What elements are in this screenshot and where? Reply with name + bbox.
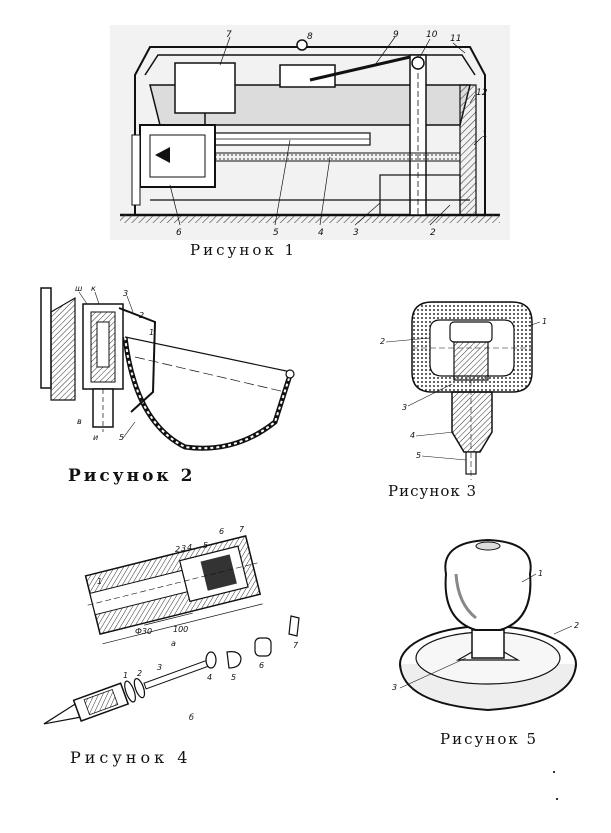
fig2-part-label: в bbox=[77, 417, 82, 426]
fig3-part-label: 4 bbox=[410, 431, 415, 440]
fig4-part-label: 1 bbox=[97, 577, 102, 586]
fig3-part-label: 2 bbox=[380, 337, 385, 346]
fig2-part-label: 2 bbox=[139, 311, 144, 320]
figure-3-caption: Рисунок 3 bbox=[388, 482, 478, 500]
fig5-part-label: 2 bbox=[574, 621, 579, 630]
fig5-part-label: 1 bbox=[538, 569, 543, 578]
fig4-part-label: 5 bbox=[231, 673, 236, 682]
fig3-part-label: 5 bbox=[416, 451, 421, 460]
fig1-part-label: 8 bbox=[307, 32, 313, 42]
fig4-dimension-label: 100 bbox=[173, 625, 188, 634]
fig4-part-label: 7 bbox=[239, 525, 245, 534]
fig1-part-label: 6 bbox=[176, 228, 182, 238]
fig4-subfigure-label: б bbox=[189, 713, 194, 722]
fig1-part-label: 12 bbox=[476, 88, 488, 98]
fig1-part-label: 1 bbox=[482, 130, 488, 140]
figure-5-drawing: 1 2 3 bbox=[388, 534, 588, 724]
fig4-part-label: 6 bbox=[259, 661, 264, 670]
fig4-dimension-label: Ф30 bbox=[135, 627, 152, 636]
fig3-part-label: 3 bbox=[402, 403, 407, 412]
scan-speck bbox=[553, 771, 555, 773]
fig2-part-label: к bbox=[91, 284, 96, 293]
fig1-part-label: 4 bbox=[318, 228, 324, 238]
fig1-part-label: 10 bbox=[426, 30, 438, 40]
figure-4-caption: Рисунок 4 bbox=[70, 748, 192, 767]
fig4-part-label: 2 bbox=[137, 669, 142, 678]
scan-speck bbox=[556, 798, 558, 800]
figure-1-caption: Рисунок 1 bbox=[190, 241, 298, 259]
fig1-part-label: 9 bbox=[393, 30, 399, 40]
figure-1-drawing: 7 8 9 10 11 12 1 2 3 4 5 6 bbox=[110, 25, 510, 240]
figure-3-drawing: 1 2 3 4 5 bbox=[372, 292, 552, 482]
fig2-part-label: 3 bbox=[123, 289, 128, 298]
figure-2-caption: Рисунок 2 bbox=[68, 466, 196, 486]
fig1-part-label: 3 bbox=[353, 228, 359, 238]
fig4-part-label: 1 bbox=[123, 671, 128, 680]
fig2-part-label: 5 bbox=[119, 433, 124, 442]
fig4-part-label: 2 bbox=[175, 545, 180, 554]
fig2-part-label: ш bbox=[75, 284, 83, 293]
fig4-part-label: 4 bbox=[187, 543, 192, 552]
fig1-part-label: 2 bbox=[430, 228, 436, 238]
fig4-part-label: 7 bbox=[293, 641, 299, 650]
fig5-part-label: 3 bbox=[392, 683, 397, 692]
figure-5-caption: Рисунок 5 bbox=[440, 730, 539, 748]
fig4-part-label: 5 bbox=[203, 541, 208, 550]
fig4-part-label: 3 bbox=[157, 663, 162, 672]
fig4-part-label: 4 bbox=[207, 673, 212, 682]
fig1-part-label: 11 bbox=[450, 34, 461, 44]
fig4-part-label: 6 bbox=[219, 527, 224, 536]
fig4-part-label: 3 bbox=[181, 544, 186, 553]
figure-2-drawing: ш к 3 2 1 5 в и bbox=[35, 282, 305, 460]
fig3-part-label: 1 bbox=[542, 317, 547, 326]
fig1-part-label: 7 bbox=[226, 30, 232, 40]
fig2-part-label: 1 bbox=[149, 328, 154, 337]
figure-4-drawing: 1 2 3 4 5 6 7 Ф30 100 а 1 2 3 4 5 6 bbox=[35, 522, 305, 744]
fig4-subfigure-label: а bbox=[171, 639, 176, 648]
fig1-part-label: 5 bbox=[273, 228, 279, 238]
fig2-part-label: и bbox=[93, 433, 98, 442]
